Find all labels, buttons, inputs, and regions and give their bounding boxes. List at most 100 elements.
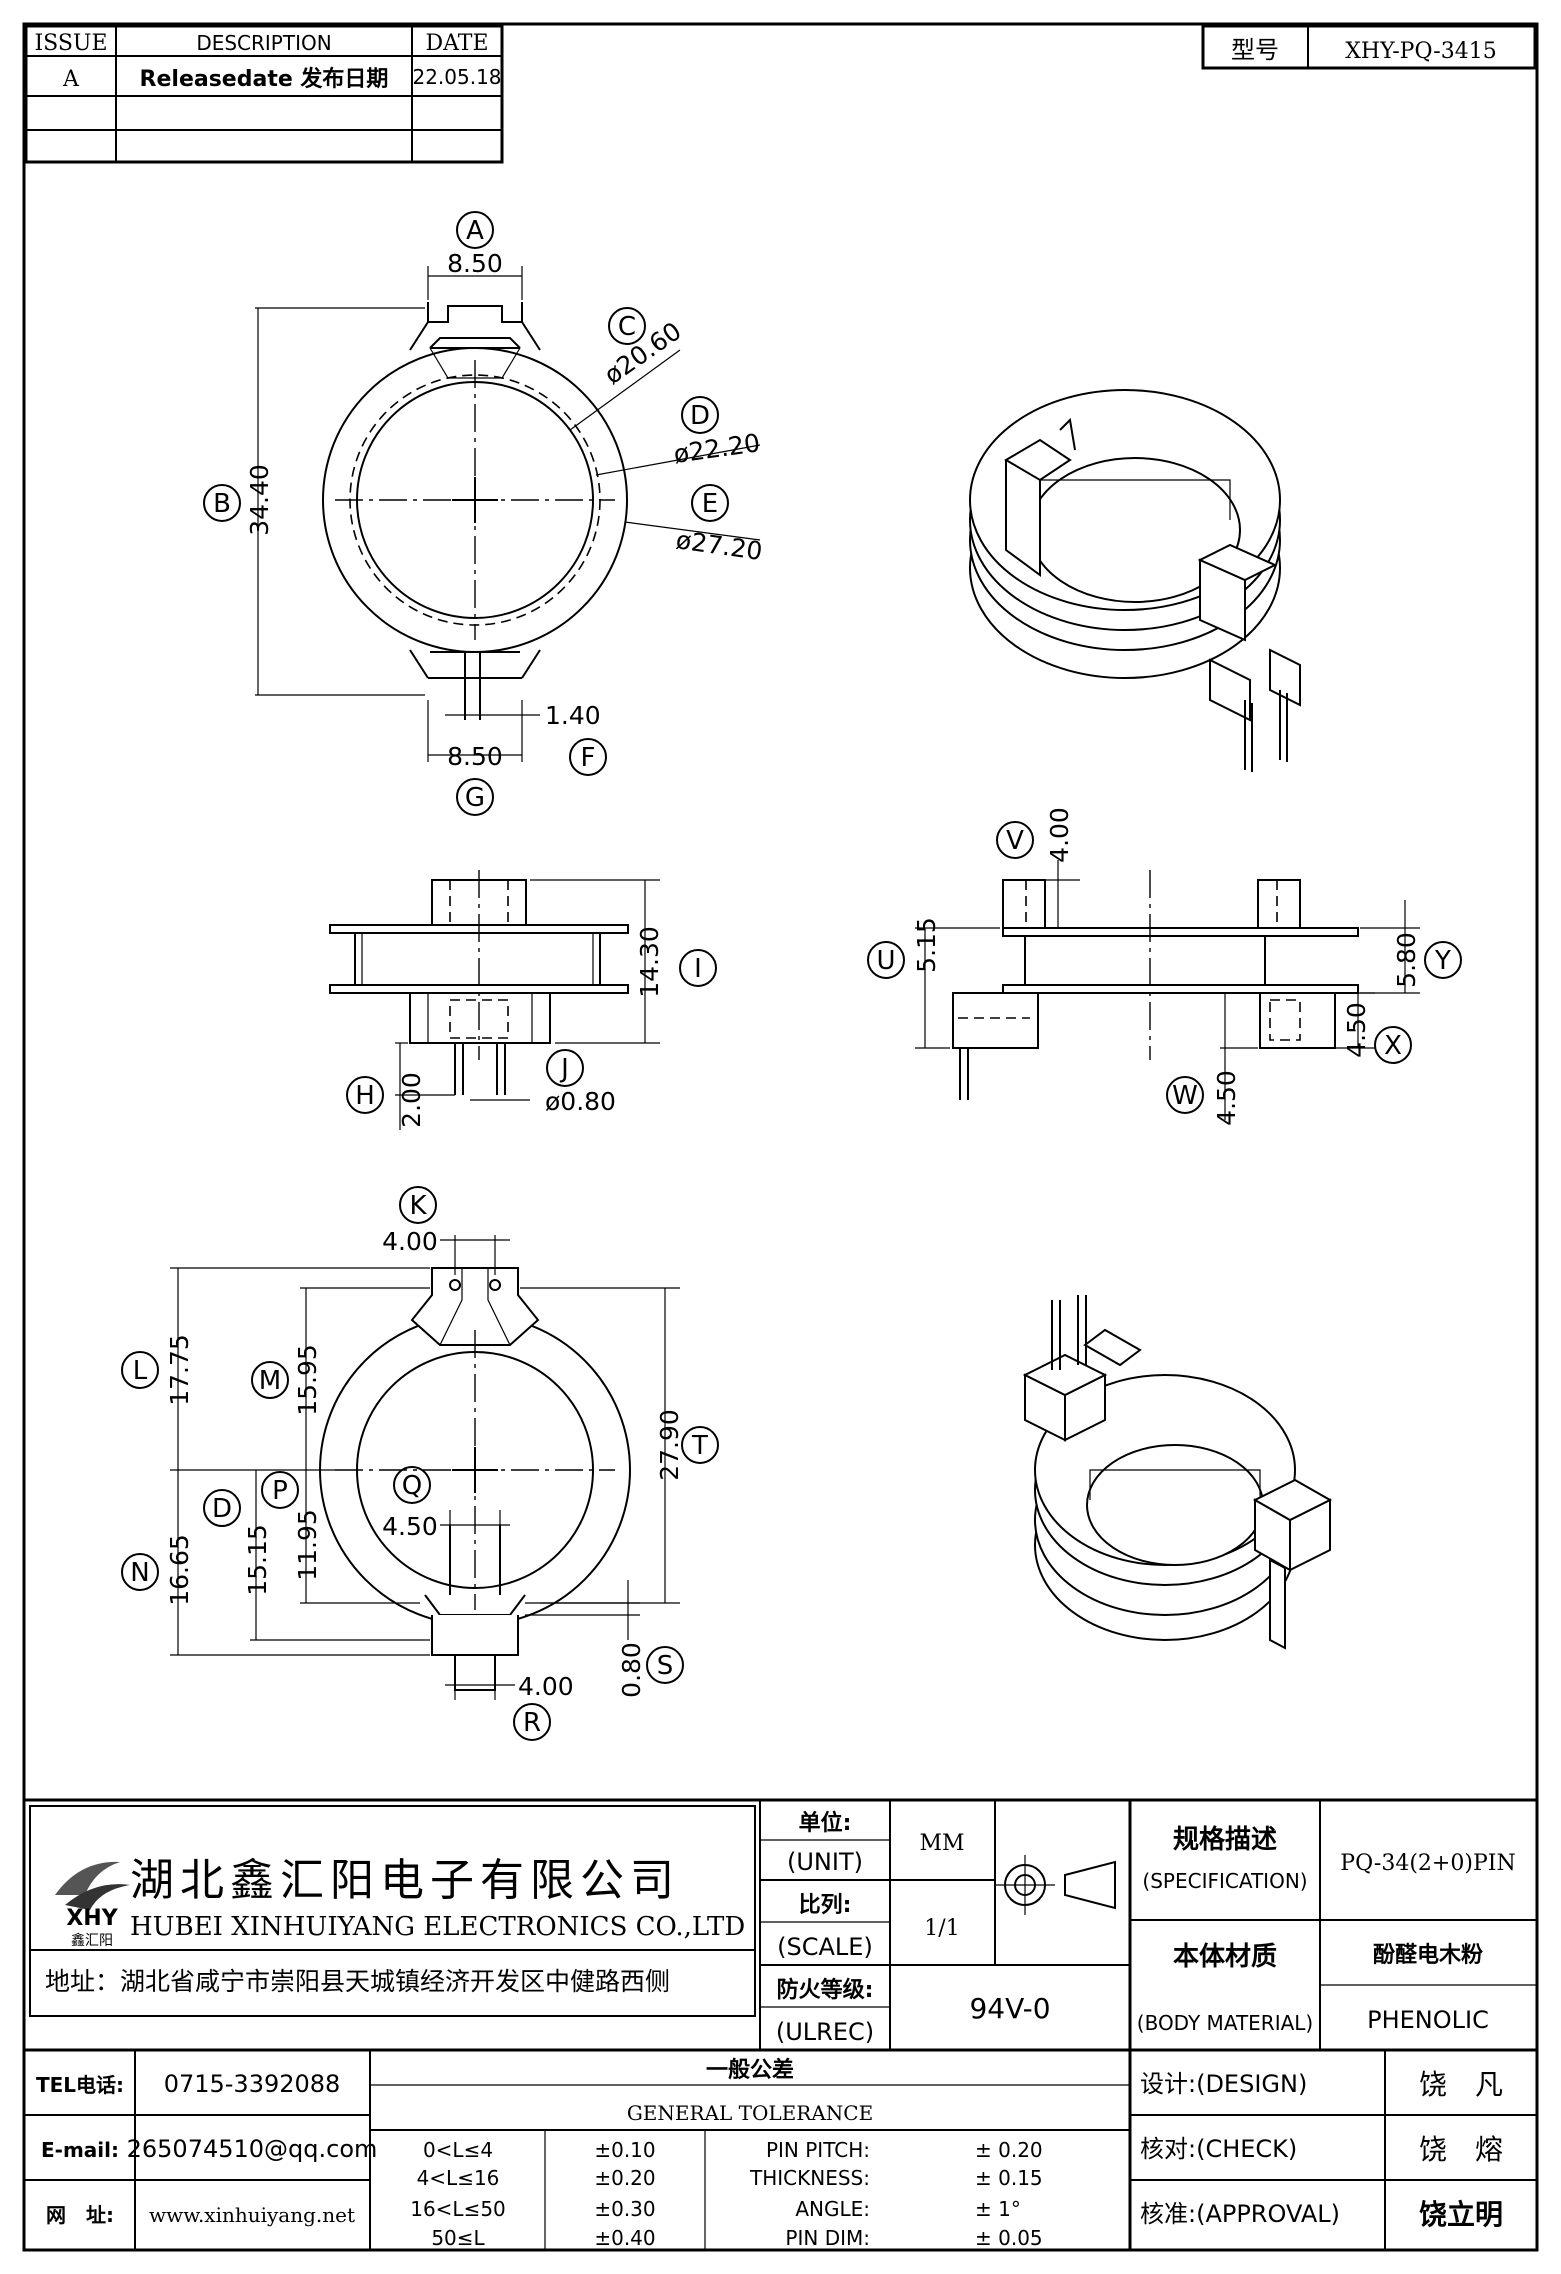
top-view: 8.50 A 34.40 B ø20.60 C ø22.20 D ø27.20 … [203, 211, 764, 816]
tolerance-value-2: ±0.20 [594, 2166, 655, 2190]
dim-o: 15.15 [243, 1524, 272, 1596]
dim-s: 0.80 [617, 1642, 646, 1698]
check-name: 饶 熔 [1419, 2133, 1503, 2166]
dim-p: 11.95 [293, 1509, 322, 1581]
label-r: R [523, 1708, 541, 1738]
bottom-view: 4.00 K 17.75 L 15.95 M 27.90 T 16.65 N 1… [121, 1186, 719, 1741]
tolerance-range-2: 4<L≤16 [417, 2166, 500, 2190]
dim-b: 34.40 [245, 464, 274, 536]
label-q: Q [402, 1471, 422, 1501]
label-y: Y [1434, 946, 1451, 976]
material-label-en: (BODY MATERIAL) [1137, 2011, 1313, 2035]
company-logo: XHY 鑫汇阳 [55, 1861, 130, 1949]
model-box: 型号 XHY-PQ-3415 [1201, 24, 1537, 70]
label-l: L [133, 1356, 148, 1386]
logo-subtext: 鑫汇阳 [71, 1932, 113, 1949]
dim-v: 4.00 [1045, 807, 1074, 863]
dim-q: 4.50 [382, 1512, 438, 1541]
rev-header-description: DESCRIPTION [196, 31, 331, 55]
label-c: C [618, 312, 636, 342]
label-m: M [259, 1366, 281, 1396]
email-value: 265074510@qq.com [127, 2135, 378, 2163]
side-view: 14.30 I 2.00 H ø0.80 J [329, 870, 717, 1130]
tolerance-value-1: ±0.10 [594, 2138, 655, 2162]
label-h: H [355, 1081, 375, 1111]
model-label: 型号 [1231, 36, 1279, 64]
company-box [29, 1805, 756, 2017]
rev-header-date: DATE [425, 31, 488, 56]
tolerance-title-en: GENERAL TOLERANCE [627, 2101, 873, 2125]
label-x: X [1384, 1031, 1402, 1061]
revision-table: ISSUE DESCRIPTION DATE A Releasedate 发布日… [24, 24, 504, 164]
email-label: E-mail: [41, 2138, 119, 2162]
rev-issue: A [62, 67, 80, 92]
dim-c: ø20.60 [599, 316, 687, 390]
bottom-strip: TEL电话: 0715-3392088 E-mail: 265074510@qq… [24, 2050, 1537, 2250]
tolerance-range-3: 16<L≤50 [410, 2197, 506, 2221]
label-e: E [702, 489, 718, 519]
dim-i: 14.30 [635, 926, 664, 998]
dim-e: ø27.20 [674, 525, 764, 566]
label-i: I [694, 954, 702, 984]
approval-label: 核准:(APPROVAL) [1140, 2200, 1340, 2228]
spec-label-en: (SPECIFICATION) [1142, 1869, 1307, 1893]
dim-d: ø22.20 [672, 428, 762, 469]
dim-w: 4.50 [1212, 1070, 1241, 1126]
material-value-cn: 酚醛电木粉 [1373, 1943, 1483, 1968]
label-f: F [581, 743, 596, 773]
dim-r: 4.00 [518, 1672, 574, 1701]
label-d: D [690, 401, 710, 431]
approval-name: 饶立明 [1419, 2198, 1503, 2231]
pin-pitch-value: ± 0.20 [975, 2138, 1043, 2162]
spec-value: PQ-34(2+0)PIN [1340, 1851, 1515, 1876]
company-address: 地址：湖北省咸宁市崇阳县天城镇经济开发区中健路西侧 [45, 1967, 670, 1996]
label-t: T [691, 1431, 708, 1461]
pin-pitch-label: PIN PITCH: [766, 2138, 870, 2162]
pin-dim-label: PIN DIM: [785, 2226, 870, 2250]
company-name-en: HUBEI XINHUIYANG ELECTRONICS CO.,LTD [130, 1912, 745, 1942]
unit-label-en: (UNIT) [787, 1848, 863, 1876]
tolerance-value-3: ±0.30 [594, 2197, 655, 2221]
unit-label-cn: 单位: [799, 1810, 852, 1836]
tel-value: 0715-3392088 [164, 2070, 341, 2098]
rev-description: Releasedate 发布日期 [140, 66, 389, 92]
sheet-border [22, 22, 1539, 2252]
label-j: J [559, 1054, 569, 1084]
label-a: A [466, 216, 484, 246]
design-label: 设计:(DESIGN) [1140, 2070, 1307, 2098]
company-name-cn: 湖北鑫汇阳电子有限公司 [130, 1855, 680, 1906]
spec-table: 单位: (UNIT) MM 比列: (SCALE) 1/1 防火等级: (ULR… [759, 1800, 1537, 2050]
dim-j: ø0.80 [545, 1087, 616, 1116]
isometric-view-bottom [1022, 1295, 1333, 1650]
design-name: 饶 凡 [1419, 2068, 1503, 2101]
web-value: www.xinhuiyang.net [149, 2203, 355, 2227]
label-u: U [876, 946, 895, 976]
label-k: K [409, 1191, 427, 1221]
dim-m: 15.95 [293, 1344, 322, 1416]
dim-g: 8.50 [447, 742, 503, 771]
ul-value: 94V-0 [969, 1992, 1050, 2025]
tolerance-title-cn: 一般公差 [706, 2057, 794, 2083]
material-label-cn: 本体材质 [1173, 1942, 1277, 1972]
label-v: V [1006, 826, 1024, 856]
tolerance-range-1: 0<L≤4 [423, 2138, 493, 2162]
projection-symbol-icon [995, 1855, 1116, 1915]
isometric-view-top [969, 389, 1301, 772]
thickness-value: ± 0.15 [975, 2166, 1043, 2190]
rev-date: 22.05.18 [412, 65, 501, 89]
angle-value: ± 1° [975, 2197, 1021, 2221]
dim-x: 4.50 [1342, 1002, 1371, 1058]
label-g: G [465, 783, 485, 813]
scale-label-en: (SCALE) [777, 1933, 873, 1961]
label-o: D [212, 1494, 232, 1524]
scale-value: 1/1 [924, 1916, 959, 1941]
label-n: N [130, 1558, 149, 1588]
unit-value: MM [919, 1831, 964, 1856]
angle-label: ANGLE: [795, 2197, 870, 2221]
scale-label-cn: 比列: [799, 1893, 852, 1918]
dim-u: 5.15 [912, 917, 941, 973]
pin-dim-value: ± 0.05 [975, 2226, 1043, 2250]
tolerance-range-4: 50≤L [431, 2226, 485, 2250]
label-p: P [272, 1476, 288, 1506]
